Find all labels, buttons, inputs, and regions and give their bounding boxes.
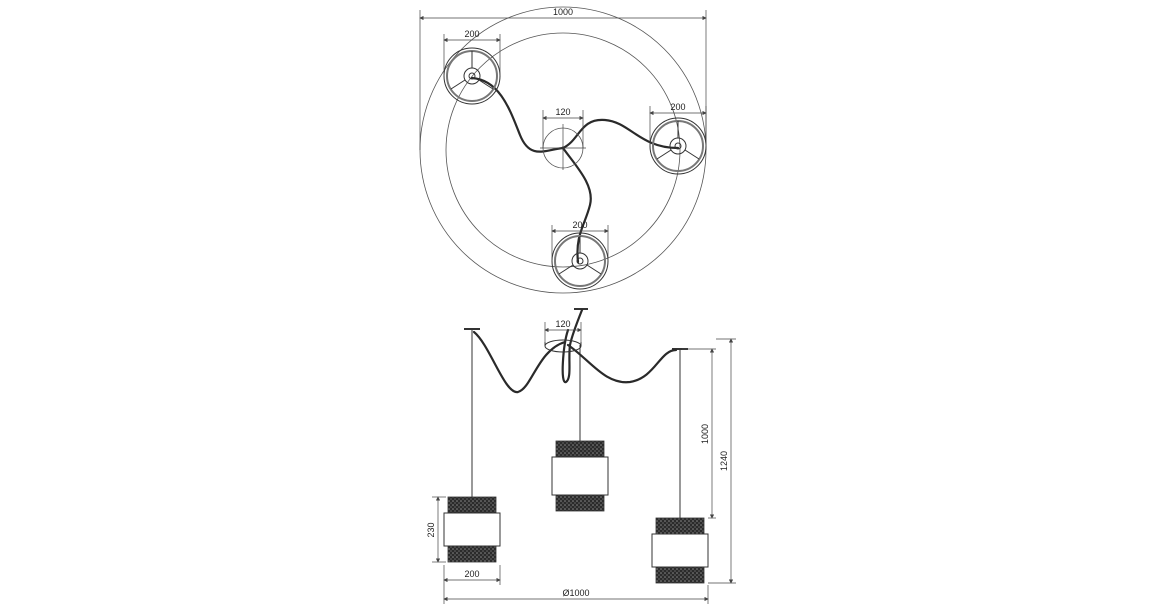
pendant-shade-center xyxy=(551,440,609,512)
top-view: 1000 120 200 xyxy=(419,6,707,294)
cable-top-right xyxy=(561,118,680,150)
inner-circle xyxy=(445,32,681,268)
cable-side-center xyxy=(561,308,584,384)
canopy-side: 120 xyxy=(544,319,582,353)
pendant-shade-left xyxy=(443,496,501,563)
dim-label-drop-length: 1000 xyxy=(700,424,710,444)
dim-label-shade-height: 230 xyxy=(426,522,436,537)
pendant-shade-right xyxy=(651,517,709,584)
dim-label-shade-right: 200 xyxy=(670,102,685,112)
dim-label-outer-diameter: 1000 xyxy=(553,7,573,17)
dimension-shade-width: 200 xyxy=(443,565,501,585)
shade-right: 200 xyxy=(649,102,707,175)
cable-side-left xyxy=(472,330,567,394)
dim-label-shade-width: 200 xyxy=(464,569,479,579)
dimension-overall-diameter: Ø1000 xyxy=(443,585,709,604)
dim-label-canopy-top: 120 xyxy=(555,107,570,117)
dimension-drop-length: 1000 xyxy=(682,348,716,519)
dim-label-shade-bottom: 200 xyxy=(572,220,587,230)
dim-label-overall-diameter: Ø1000 xyxy=(562,588,589,598)
dimension-shade-height: 230 xyxy=(426,496,446,563)
shade-top-left: 200 xyxy=(443,29,501,105)
cable-side-right xyxy=(566,343,678,384)
side-view: 120 1000 xyxy=(426,308,736,604)
cable-top-left xyxy=(470,76,565,153)
dim-label-shade-top-left: 200 xyxy=(464,29,479,39)
dim-label-canopy-side: 120 xyxy=(555,319,570,329)
shade-bottom: 200 xyxy=(551,220,609,290)
dimension-total-height: 1240 xyxy=(708,338,736,584)
canopy-top: 120 xyxy=(540,107,586,170)
dim-label-total-height: 1240 xyxy=(719,451,729,471)
cable-top-bottom xyxy=(561,146,592,264)
